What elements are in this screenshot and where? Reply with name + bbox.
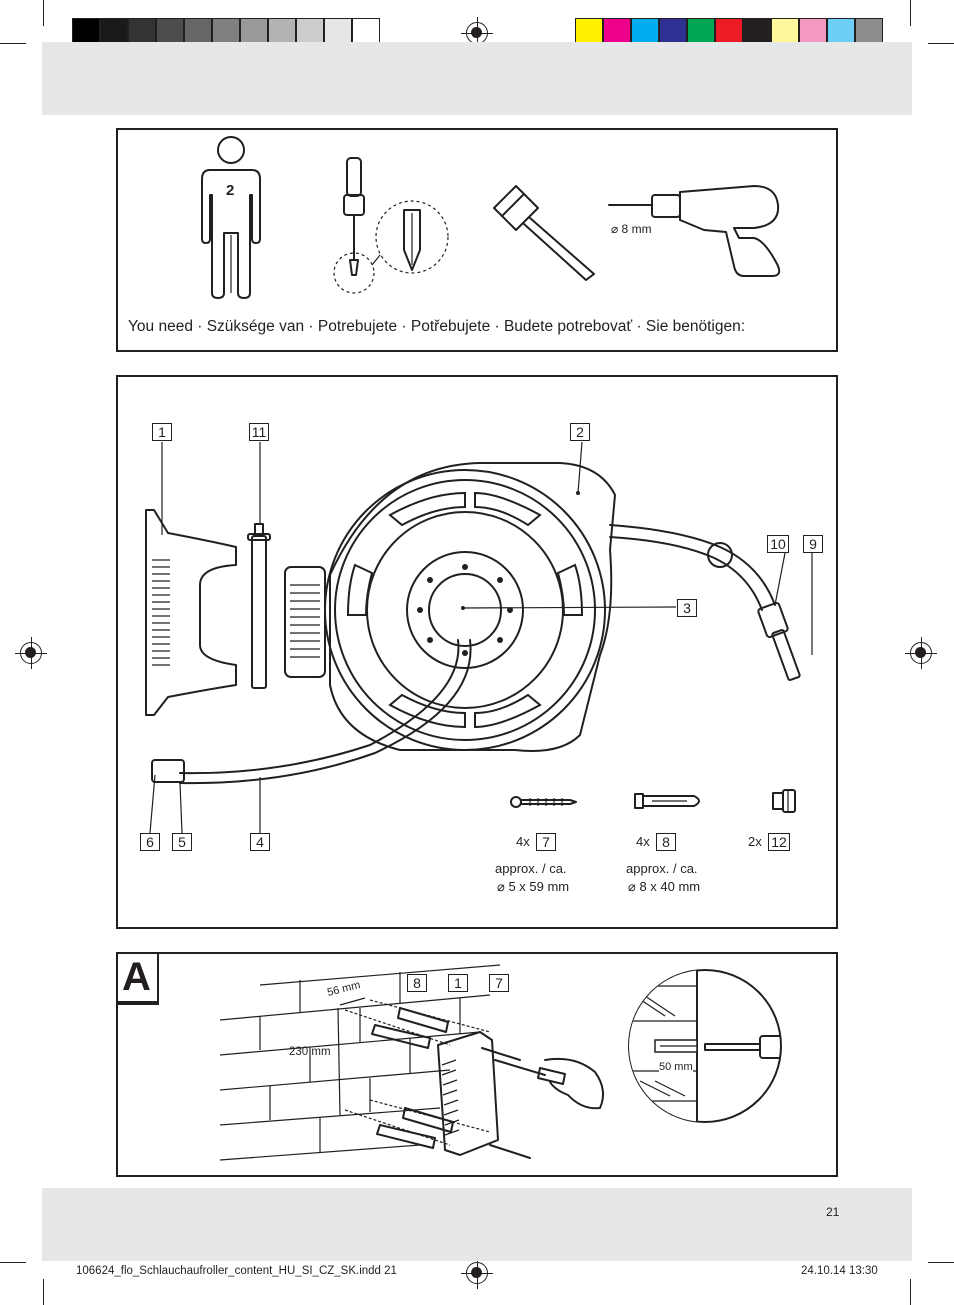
drill-size: ⌀ 8 mm (611, 222, 652, 236)
part-label-8: 8 (656, 833, 676, 851)
screw-size: ⌀ 5 x 59 mm (497, 879, 570, 894)
hose-reel-drawing (149, 441, 813, 834)
part-label-9: 9 (803, 535, 823, 553)
you-need-text: You need · Szüksége van · Potrebujete · … (128, 318, 746, 335)
quantity-7: 4x (516, 834, 530, 849)
registration-mark-left (15, 637, 47, 669)
step-label-8: 8 (407, 974, 427, 992)
part-label-10: 10 (767, 535, 789, 553)
tools-panel (116, 128, 838, 352)
crop-mark (910, 1279, 911, 1305)
wall-bracket-drawing (145, 509, 237, 716)
wall-section-drawing (628, 969, 782, 1123)
part-label-6: 6 (140, 833, 160, 851)
file-name: 106624_flo_Schlauchaufroller_content_HU_… (76, 1265, 397, 1277)
part-label-5: 5 (172, 833, 192, 851)
hammer-icon (493, 185, 595, 281)
step-label-1: 1 (448, 974, 468, 992)
brick-wall-drawing (219, 964, 605, 1161)
crop-mark (928, 43, 954, 44)
crop-mark (43, 1279, 44, 1305)
screwdriver-icon (333, 157, 449, 294)
connector-drawing (772, 789, 796, 813)
screw-approx: approx. / ca. (495, 861, 567, 876)
crop-mark (0, 1262, 26, 1263)
part-label-4: 4 (250, 833, 270, 851)
dowel-approx: approx. / ca. (626, 861, 698, 876)
crop-mark (0, 43, 26, 44)
person-count: 2 (226, 182, 235, 199)
pin-drawing (247, 523, 271, 689)
registration-mark-bottom (461, 1257, 493, 1289)
step-letter-box (116, 952, 159, 1003)
parts-panel (116, 375, 838, 929)
dimension-depth: 50 mm (659, 1061, 693, 1073)
person-icon (201, 136, 261, 299)
dowel-drawing (634, 793, 700, 809)
part-label-11: 11 (249, 423, 269, 441)
part-label-1: 1 (152, 423, 172, 441)
quantity-12: 2x (748, 834, 762, 849)
step-letter: A (122, 955, 151, 999)
dowel-size: ⌀ 8 x 40 mm (628, 879, 701, 894)
part-label-2: 2 (570, 423, 590, 441)
part-label-3: 3 (677, 599, 697, 617)
drill-icon (608, 185, 781, 277)
footer-band (42, 1188, 912, 1261)
dimension-height: 230 mm (289, 1046, 331, 1058)
registration-mark-top (461, 17, 493, 49)
registration-mark-right (905, 637, 937, 669)
step-label-7: 7 (489, 974, 509, 992)
date-time: 24.10.14 13:30 (801, 1265, 878, 1277)
crop-mark (928, 1262, 954, 1263)
part-label-7: 7 (536, 833, 556, 851)
quantity-8: 4x (636, 834, 650, 849)
crop-mark (43, 0, 44, 26)
crop-mark (910, 0, 911, 26)
screw-drawing (510, 796, 577, 808)
page-number: 21 (826, 1205, 840, 1219)
header-band (42, 42, 912, 115)
part-label-12: 12 (768, 833, 790, 851)
